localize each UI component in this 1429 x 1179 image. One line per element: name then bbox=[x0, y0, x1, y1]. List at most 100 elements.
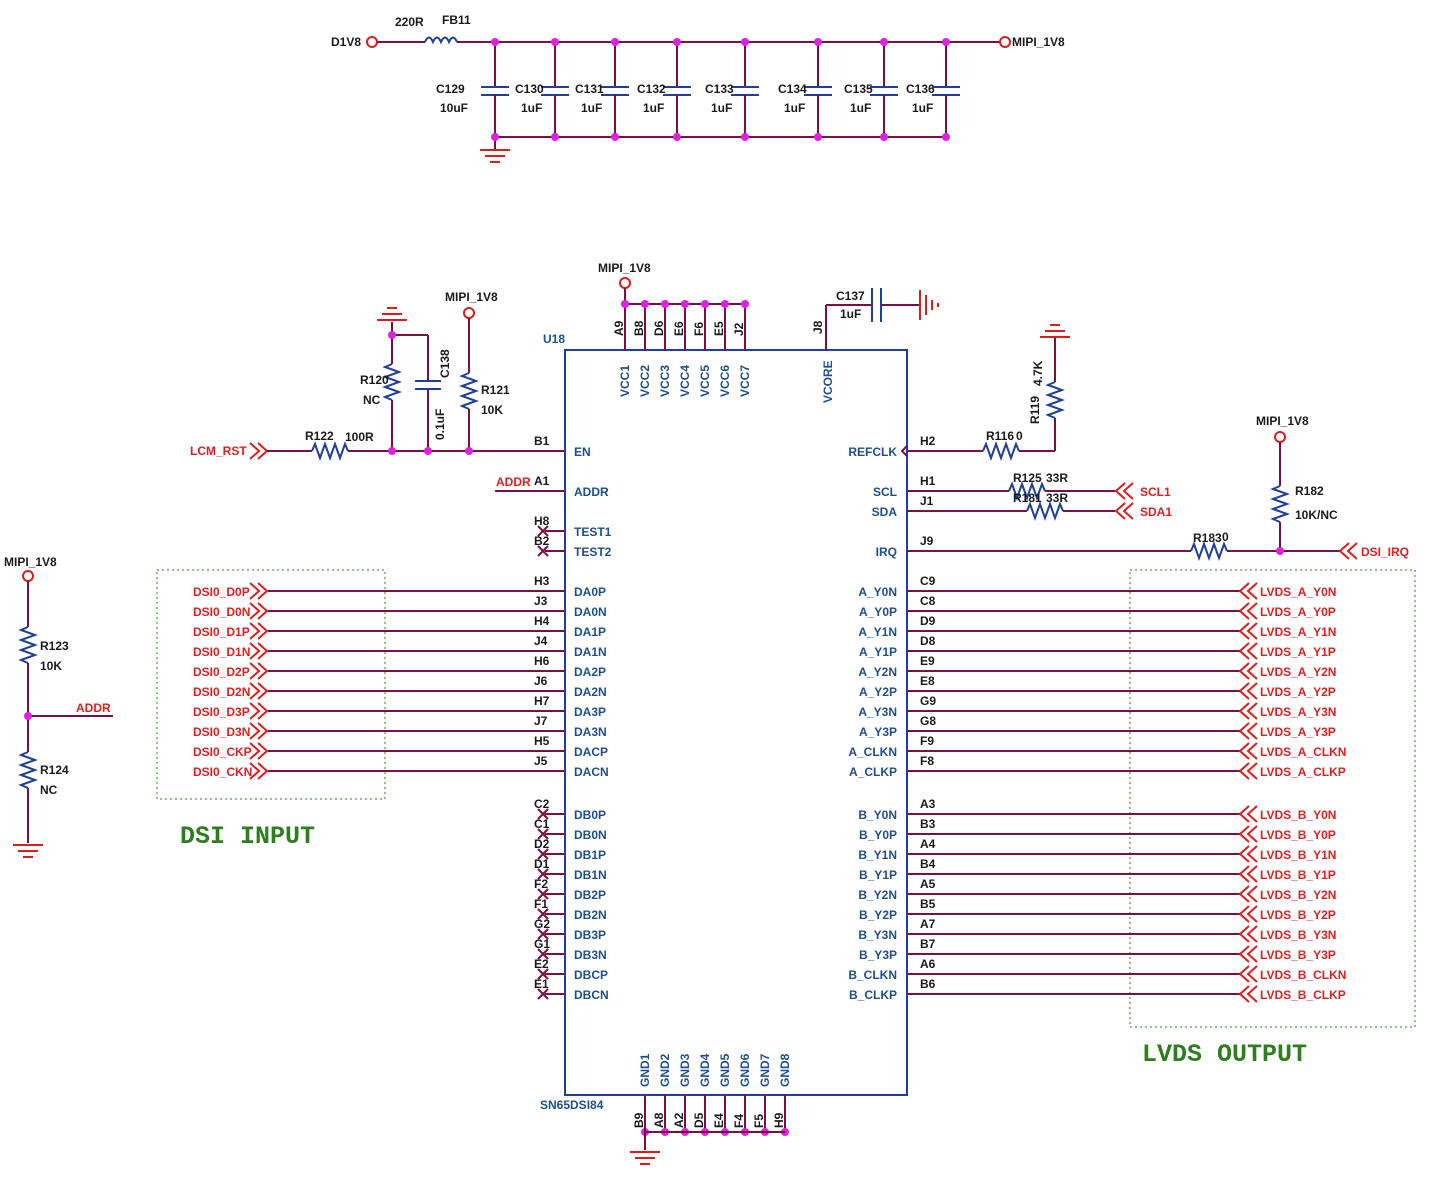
port-arrow-icon bbox=[249, 622, 269, 640]
junction-dot bbox=[551, 38, 559, 46]
junction-dot bbox=[465, 447, 473, 455]
lvds-net-label: LVDS_B_CLKP bbox=[1260, 988, 1346, 1002]
pin-number: B2 bbox=[534, 534, 550, 548]
lvds-net-label: LVDS_A_Y2P bbox=[1260, 685, 1336, 699]
pin-number: D2 bbox=[534, 837, 550, 851]
r116-value: 0 bbox=[1016, 429, 1023, 443]
r116-ref: R116 bbox=[986, 429, 1014, 443]
r122-value: 100R bbox=[345, 430, 374, 444]
junction-dot bbox=[661, 300, 669, 308]
junction-dot bbox=[942, 133, 950, 141]
capacitor-c132: C132 1uF bbox=[637, 38, 691, 141]
pin-number: F9 bbox=[920, 734, 934, 748]
pin-number: B3 bbox=[920, 817, 936, 831]
dsi-net-label: DSI0_D0P bbox=[193, 585, 250, 599]
pin-name: B_Y2P bbox=[859, 908, 897, 922]
pin-number: E4 bbox=[712, 1113, 726, 1128]
cap-value: 1uF bbox=[643, 101, 664, 115]
r122-ref: R122 bbox=[305, 429, 334, 443]
ferrite-icon bbox=[424, 36, 458, 45]
junction-dot bbox=[741, 300, 749, 308]
pin-number: C8 bbox=[920, 594, 936, 608]
pin-name: A_Y3P bbox=[859, 725, 897, 739]
r124-value: NC bbox=[40, 783, 58, 797]
lvds-output-label: LVDS OUTPUT bbox=[1142, 1040, 1307, 1069]
r121-icon bbox=[459, 372, 479, 410]
pin-name: DB0P bbox=[574, 808, 606, 822]
pin-name: A_Y2P bbox=[859, 685, 897, 699]
port-arrow-icon bbox=[249, 662, 269, 680]
port-arrow-icon bbox=[1238, 742, 1258, 760]
port-arrow-icon bbox=[1238, 805, 1258, 823]
cap-ref: C132 bbox=[637, 82, 666, 96]
pin-name: B_CLKN bbox=[848, 968, 897, 982]
mipi-port-icon bbox=[999, 36, 1011, 48]
junction-dot bbox=[24, 712, 32, 720]
pin-name: DB2N bbox=[574, 908, 607, 922]
sda-port-icon bbox=[1114, 502, 1134, 520]
dsi-net-label: DSI0_D2N bbox=[193, 685, 250, 699]
pin-number: F1 bbox=[534, 897, 548, 911]
junction-dot bbox=[814, 133, 822, 141]
lvds-net-label: LVDS_A_Y0N bbox=[1260, 585, 1336, 599]
pin-number: E9 bbox=[920, 654, 935, 668]
pin-number: B9 bbox=[632, 1112, 646, 1128]
port-arrow-icon bbox=[1238, 965, 1258, 983]
junction-dot bbox=[424, 447, 432, 455]
addr-div-port-icon bbox=[22, 570, 34, 582]
junction-dot bbox=[621, 300, 629, 308]
lvds-net-label: LVDS_B_Y0N bbox=[1260, 808, 1336, 822]
pin-name: VCC4 bbox=[678, 365, 692, 397]
port-arrow-icon bbox=[249, 682, 269, 700]
r123-icon bbox=[18, 626, 38, 664]
pin-name: A_Y0P bbox=[859, 605, 897, 619]
lvds-net-label: LVDS_A_Y1P bbox=[1260, 645, 1336, 659]
pin-name: GND3 bbox=[678, 1053, 692, 1087]
dsi-net-label: DSI0_D1N bbox=[193, 645, 250, 659]
cap-value: 1uF bbox=[581, 101, 602, 115]
r182-value: 10K/NC bbox=[1295, 508, 1338, 522]
port-arrow-icon bbox=[249, 642, 269, 660]
pin-name: VCC6 bbox=[718, 365, 732, 397]
no-connect-icon bbox=[537, 888, 549, 900]
pin-number: H9 bbox=[772, 1112, 786, 1128]
pin-name: B_Y1P bbox=[859, 868, 897, 882]
lvds-net-label: LVDS_A_CLKN bbox=[1260, 745, 1346, 759]
port-arrow-icon bbox=[1238, 682, 1258, 700]
pin-number: B8 bbox=[632, 320, 646, 336]
port-arrow-icon bbox=[1238, 985, 1258, 1003]
right-pins: REFCLKH2SCLH1SDAJ1IRQJ9A_Y0NC9LVDS_A_Y0N… bbox=[848, 434, 1346, 1003]
pin-number: F8 bbox=[920, 754, 934, 768]
pin-number: C2 bbox=[534, 797, 550, 811]
pin-name: ADDR bbox=[574, 485, 609, 499]
vcc-net: MIPI_1V8 bbox=[598, 261, 651, 275]
pin-name: VCC3 bbox=[658, 365, 672, 397]
ground-icon bbox=[377, 307, 407, 321]
pin-number: E5 bbox=[712, 321, 726, 336]
r181-value: 33R bbox=[1046, 491, 1068, 505]
no-connect-icon bbox=[537, 908, 549, 920]
pin-number: F2 bbox=[534, 877, 548, 891]
cap-ref: C130 bbox=[515, 82, 544, 96]
pin-name: B_Y1N bbox=[858, 848, 897, 862]
lvds-net-label: LVDS_B_Y1N bbox=[1260, 848, 1336, 862]
pin-number: G1 bbox=[534, 937, 550, 951]
pin-number: H6 bbox=[534, 654, 550, 668]
junction-dot bbox=[721, 300, 729, 308]
r120-ref: R120 bbox=[360, 373, 389, 387]
r120-value: NC bbox=[363, 393, 381, 407]
junction-dot bbox=[673, 38, 681, 46]
junction-dot bbox=[388, 447, 396, 455]
